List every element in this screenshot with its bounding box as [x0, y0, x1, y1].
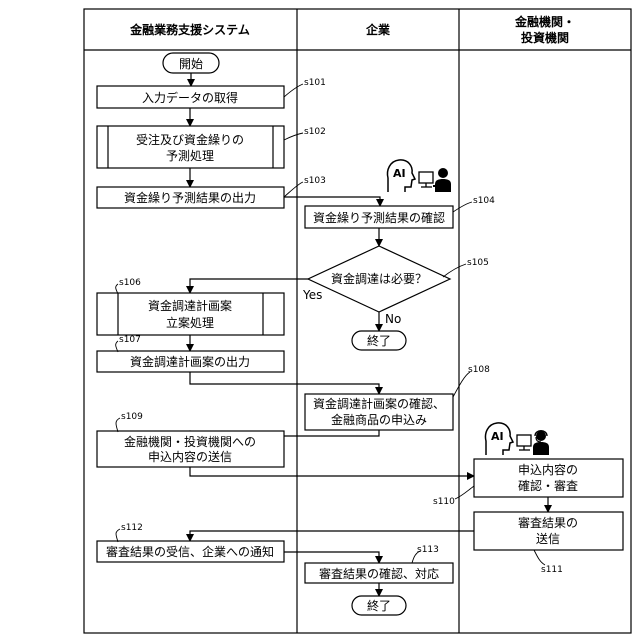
process-s106-line1: 資金調達計画案	[148, 298, 232, 313]
ai-label-2: AI	[491, 430, 504, 443]
step-label-s110: s110	[433, 497, 455, 507]
ai-label: AI	[393, 167, 406, 180]
step-label-s107: s107	[119, 335, 141, 345]
step-label-s109: s109	[121, 412, 143, 422]
process-s112-label: 審査結果の受信、企業への通知	[106, 544, 274, 559]
process-s110-line2: 確認・審査	[518, 478, 578, 493]
step-label-s113: s113	[417, 545, 439, 555]
process-s113-label: 審査結果の確認、対応	[319, 566, 439, 581]
step-label-s106: s106	[119, 278, 141, 288]
step-label-s108: s108	[468, 365, 490, 375]
lane-header-company: 企業	[365, 22, 391, 37]
step-label-s112: s112	[121, 523, 143, 533]
process-s109-line2: 申込内容の送信	[148, 449, 232, 464]
process-s109-line1: 金融機関・投資機関への	[124, 434, 256, 449]
process-s103-label: 資金繰り予測結果の出力	[124, 190, 256, 205]
ai-head-headset-operator-icon: AI	[485, 423, 549, 455]
process-s111-line2: 送信	[536, 531, 560, 546]
step-label-s105: s105	[467, 258, 489, 268]
step-label-s103: s103	[304, 176, 326, 186]
step-label-s111: s111	[541, 565, 563, 575]
end-label-1: 終了	[367, 333, 391, 348]
ai-head-computer-user-icon: AI	[387, 160, 451, 192]
decision-s105-label: 資金調達は必要？	[331, 271, 427, 286]
process-s108-line1: 資金調達計画案の確認、	[313, 396, 445, 411]
process-s110-line1: 申込内容の	[518, 462, 578, 477]
start-label: 開始	[179, 57, 203, 71]
process-s106-line2: 立案処理	[166, 315, 214, 330]
end-label-2: 終了	[367, 598, 391, 613]
lane-header-bank-line2: 投資機関	[521, 30, 569, 45]
lane-header-system: 金融業務支援システム	[129, 22, 250, 37]
process-s111-line1: 審査結果の	[518, 515, 578, 530]
process-s104-label: 資金繰り予測結果の確認	[313, 210, 445, 225]
process-s108-line2: 金融商品の申込み	[331, 412, 427, 427]
process-s102-line1: 受注及び資金繰りの	[136, 132, 244, 147]
step-label-s104: s104	[473, 196, 495, 206]
step-label-s101: s101	[304, 78, 326, 88]
process-s107-label: 資金調達計画案の出力	[130, 354, 250, 369]
process-s101-label: 入力データの取得	[142, 90, 238, 105]
step-label-s102: s102	[304, 127, 326, 137]
lane-header-bank-line1: 金融機関・	[514, 14, 575, 29]
decision-no-label: No	[385, 312, 401, 326]
process-s102-line2: 予測処理	[166, 149, 214, 163]
decision-yes-label: Yes	[302, 288, 322, 302]
